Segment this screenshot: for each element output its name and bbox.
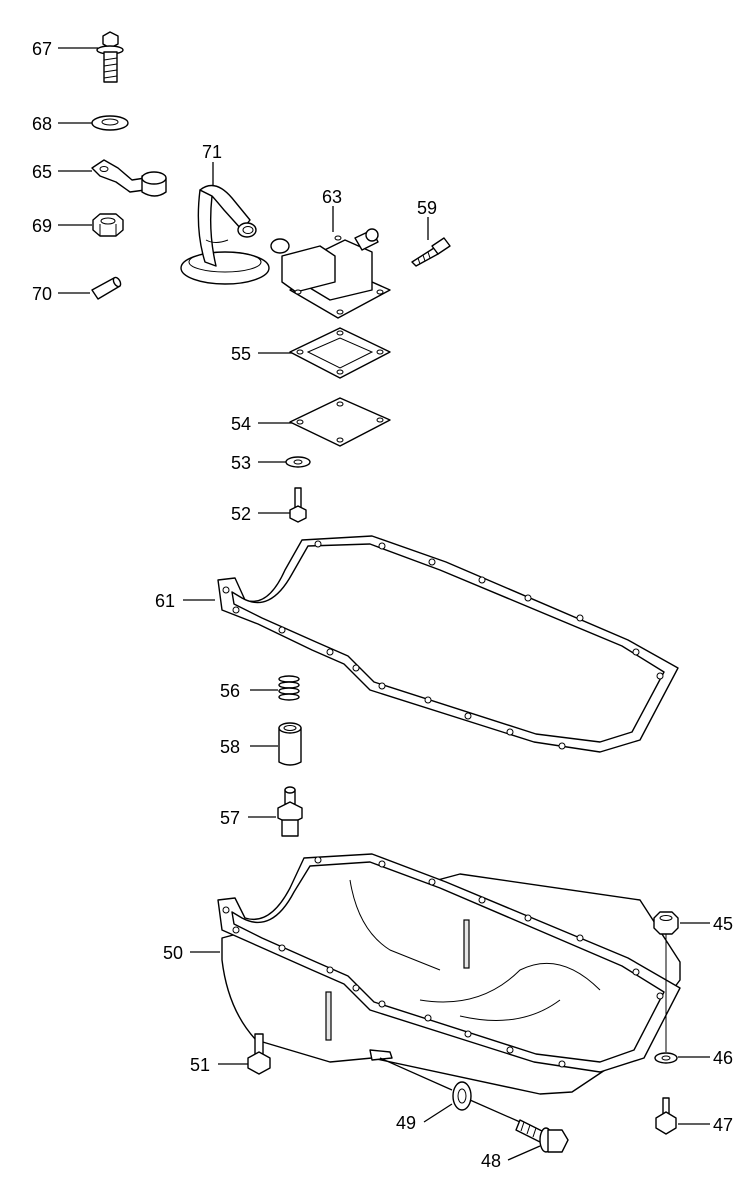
callout-47[interactable]: 47 [713, 1115, 733, 1135]
part-71-oil-pickup-tube[interactable] [180, 162, 270, 285]
part-47-bolt[interactable] [655, 1097, 710, 1135]
callout-53[interactable]: 53 [231, 453, 251, 473]
callout-58[interactable]: 58 [220, 737, 240, 757]
callout-68[interactable]: 68 [32, 114, 52, 134]
part-67-flange-bolt[interactable] [58, 31, 124, 83]
callout-labels: 67 68 65 69 70 71 63 59 55 54 53 52 61 5… [32, 39, 733, 1171]
callout-54[interactable]: 54 [231, 414, 251, 434]
callout-55[interactable]: 55 [231, 344, 251, 364]
callout-59[interactable]: 59 [417, 198, 437, 218]
part-49-drain-gasket[interactable] [379, 1057, 472, 1123]
part-58-relief-sleeve[interactable] [250, 722, 302, 766]
part-51-stud-bolt[interactable] [218, 1033, 271, 1075]
part-52-stud-bolt[interactable] [258, 487, 307, 523]
part-56-relief-spring[interactable] [250, 675, 300, 701]
part-53-washer[interactable] [258, 456, 311, 468]
part-45-hex-nut[interactable] [653, 911, 710, 1052]
callout-61[interactable]: 61 [155, 591, 175, 611]
part-55-pump-gasket[interactable] [258, 327, 391, 379]
gasket-61-bolt-holes [222, 540, 664, 750]
part-59-bolt[interactable] [411, 217, 451, 267]
callout-70[interactable]: 70 [32, 284, 52, 304]
callout-56[interactable]: 56 [220, 681, 240, 701]
part-61-oil-pan-gasket[interactable] [183, 535, 679, 753]
callout-49[interactable]: 49 [396, 1113, 416, 1133]
callout-67[interactable]: 67 [32, 39, 52, 59]
callout-57[interactable]: 57 [220, 808, 240, 828]
part-65-clamp[interactable] [58, 159, 167, 197]
callout-45[interactable]: 45 [713, 914, 733, 934]
part-63-oil-pump-assembly[interactable] [270, 206, 391, 319]
part-46-washer[interactable] [654, 1052, 710, 1064]
callout-46[interactable]: 46 [713, 1048, 733, 1068]
part-54-cover-plate[interactable] [258, 397, 391, 447]
callout-50[interactable]: 50 [163, 943, 183, 963]
callout-65[interactable]: 65 [32, 162, 52, 182]
callout-52[interactable]: 52 [231, 504, 251, 524]
callout-48[interactable]: 48 [481, 1151, 501, 1171]
part-68-washer[interactable] [58, 115, 129, 131]
callout-69[interactable]: 69 [32, 216, 52, 236]
part-57-relief-plug[interactable] [248, 786, 303, 837]
callout-51[interactable]: 51 [190, 1055, 210, 1075]
oil-pan-bolt-holes [222, 856, 664, 1068]
part-48-drain-plug[interactable] [469, 1099, 569, 1161]
part-69-hex-nut[interactable] [58, 213, 124, 237]
part-70-dowel-pin[interactable] [58, 276, 122, 300]
callout-71[interactable]: 71 [202, 142, 222, 162]
callout-63[interactable]: 63 [322, 187, 342, 207]
part-50-oil-pan[interactable] [190, 853, 681, 1095]
